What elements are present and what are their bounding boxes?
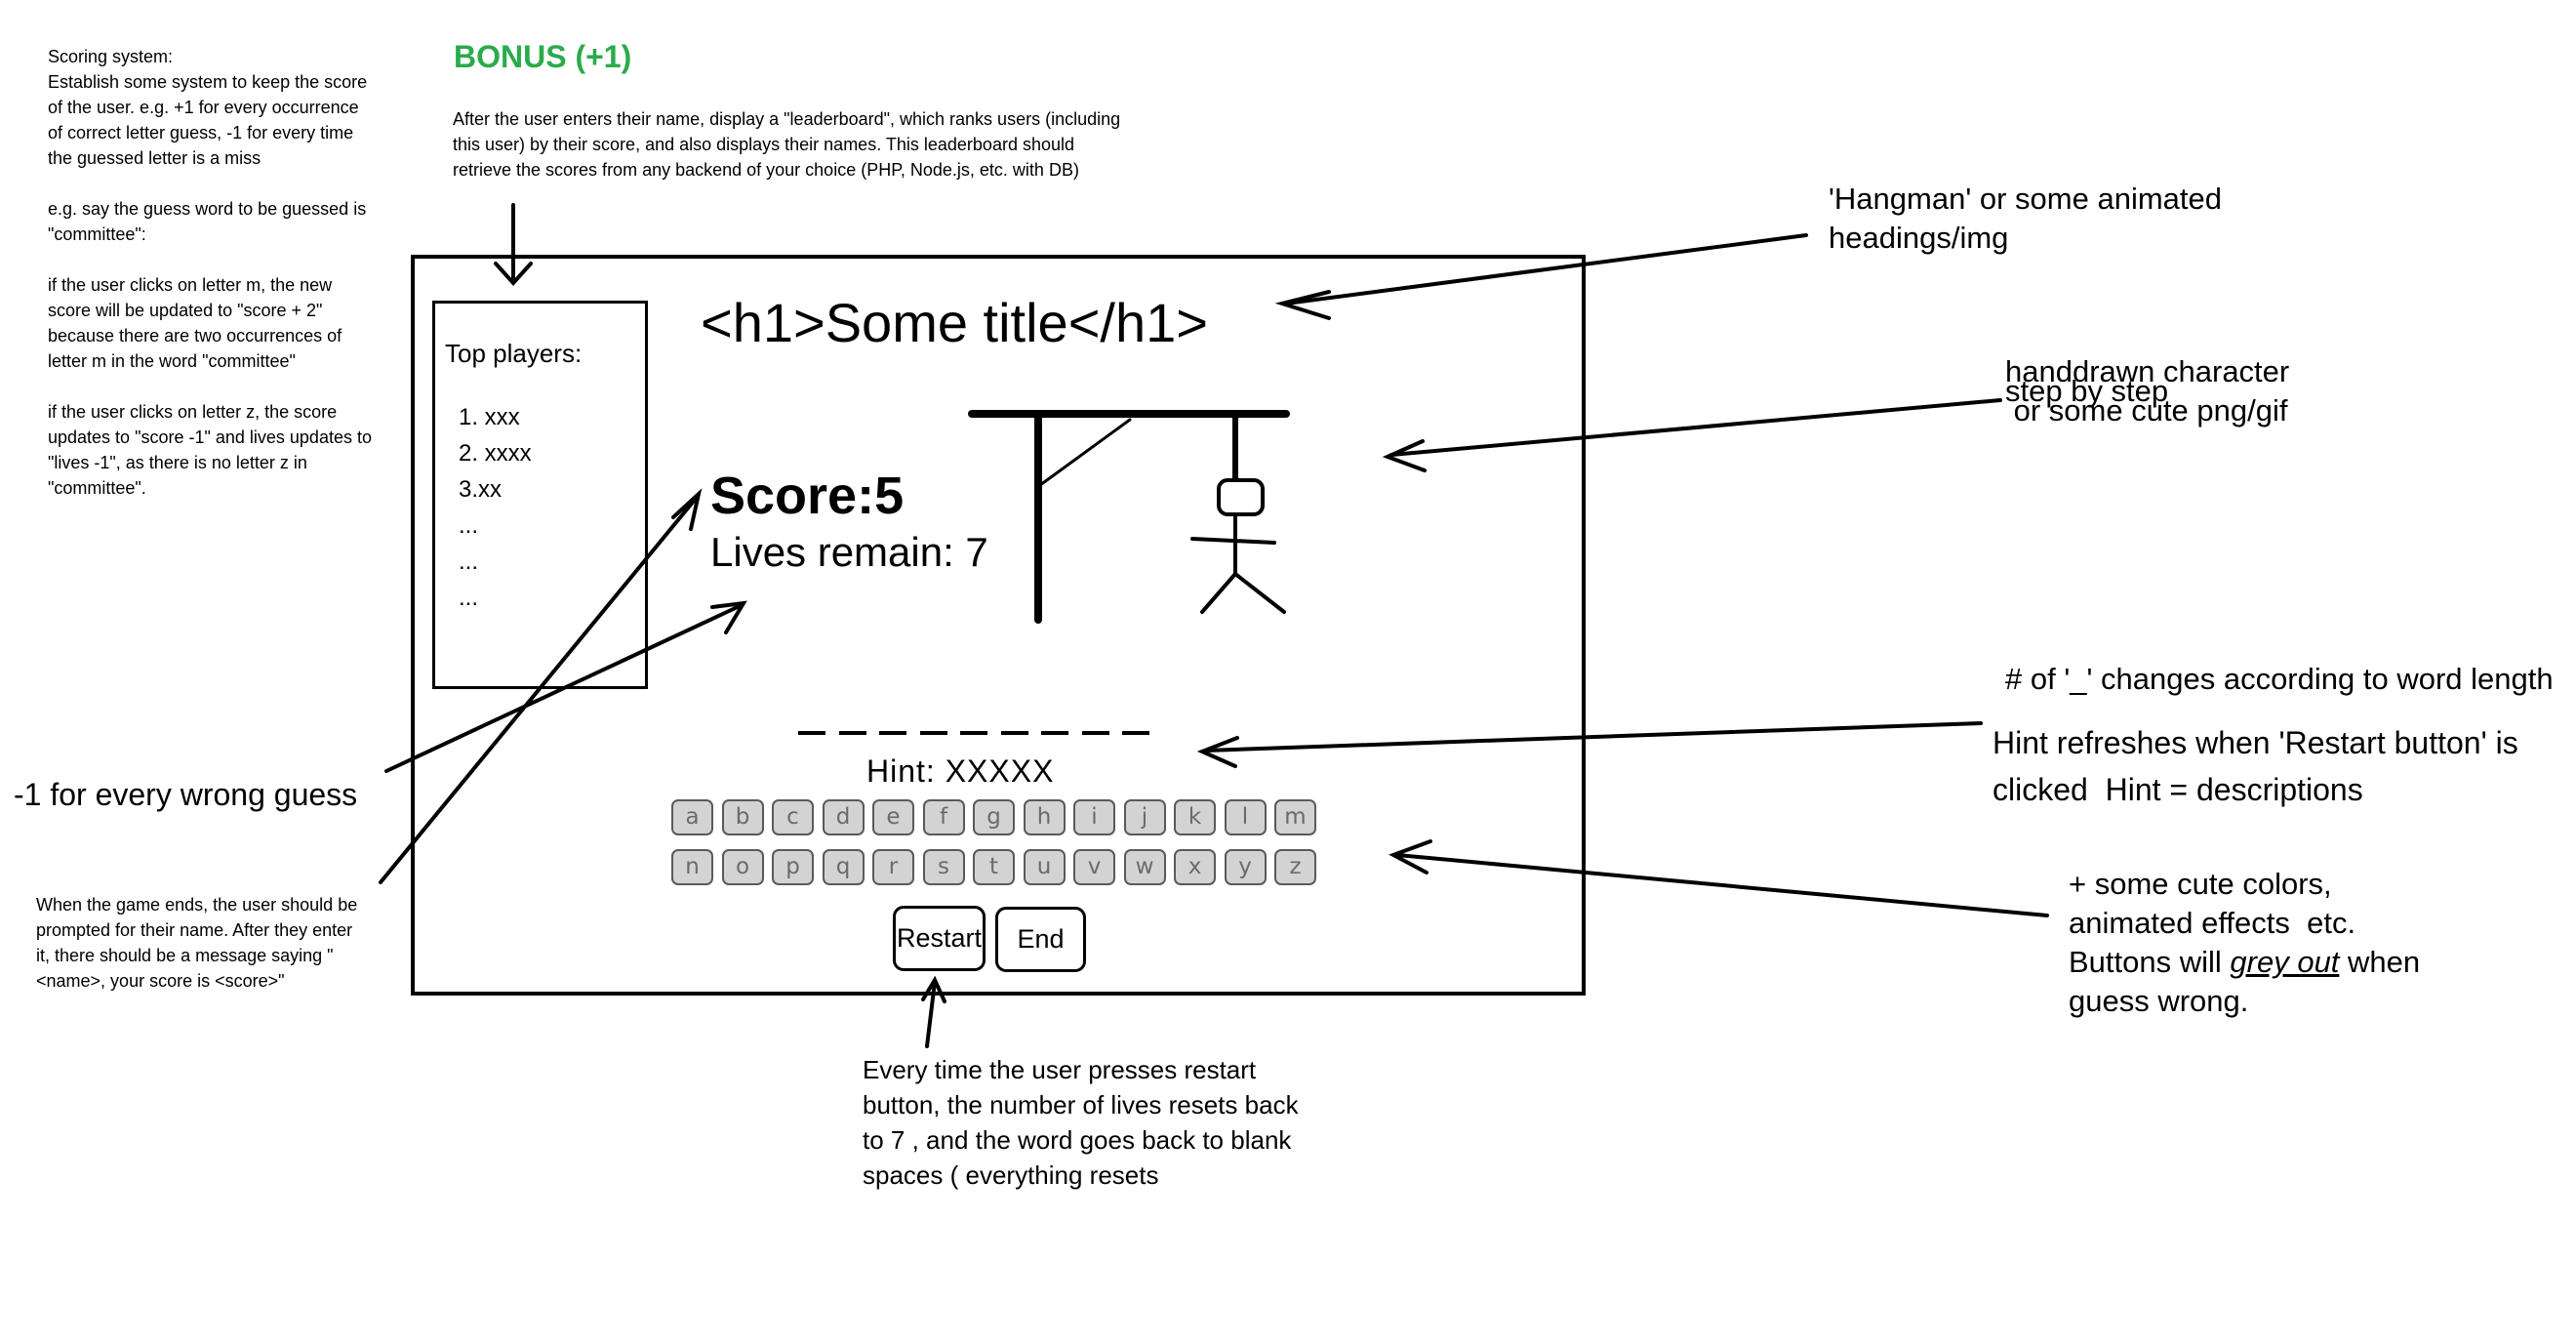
cute-note-line1: + some cute colors, [2069, 867, 2332, 901]
letter-key-z[interactable]: z [1274, 849, 1316, 885]
leaderboard-item: 3.xx [459, 476, 503, 503]
letter-key-h[interactable]: h [1023, 799, 1066, 835]
stickman-right-leg [1233, 572, 1286, 614]
letter-key-a[interactable]: a [671, 799, 713, 835]
cute-note-line4: guess wrong. [2069, 984, 2249, 1018]
letter-key-i[interactable]: i [1073, 799, 1115, 835]
letter-blank [1000, 731, 1028, 735]
blanks-note: # of '_' changes according to word lengt… [2005, 662, 2554, 696]
annotation-arrows [379, 203, 2049, 1048]
leaderboard-panel: Top players: 1. xxx 2. xxxx 3.xx ... ...… [432, 301, 648, 689]
page-title: <h1>Some title</h1> [701, 292, 1208, 353]
stickman-arms [1190, 537, 1276, 545]
restart-button[interactable]: Restart [893, 906, 986, 971]
letter-key-u[interactable]: u [1023, 849, 1066, 885]
leaderboard-item: ... [459, 549, 479, 575]
letter-key-e[interactable]: e [872, 799, 914, 835]
lives-arrow [384, 600, 747, 773]
restart-note: Every time the user presses restart butt… [863, 1055, 1299, 1190]
scoring-note-2: e.g. say the guess word to be guessed is… [48, 199, 367, 244]
letter-key-l[interactable]: l [1224, 799, 1267, 835]
letter-key-x[interactable]: x [1174, 849, 1216, 885]
heading-arrow [1274, 233, 1808, 320]
scoring-note-4: if the user clicks on letter z, the scor… [48, 402, 372, 498]
scoring-note-3: if the user clicks on letter m, the new … [48, 275, 342, 371]
leaderboard-list: 1. xxx 2. xxxx 3.xx ... ... ... [459, 399, 532, 616]
gallows-brace [1038, 418, 1132, 487]
leaderboard-item: 1. xxx [459, 404, 520, 430]
cute-colors-note: + some cute colors, animated effects etc… [2069, 865, 2420, 1021]
letter-blank [798, 731, 825, 735]
letter-key-q[interactable]: q [822, 849, 865, 885]
handdrawn-note-line2: step by step [2005, 374, 2169, 408]
letter-key-k[interactable]: k [1174, 799, 1216, 835]
hint-text: Hint: XXXXX [866, 753, 1055, 789]
restart-arrow [921, 975, 946, 1048]
handdrawn-arrow [1382, 398, 2002, 472]
blanks-arrow [1196, 721, 1983, 768]
bonus-arrow [494, 203, 533, 286]
bonus-title: BONUS (+1) [454, 39, 632, 74]
letter-key-p[interactable]: p [772, 849, 814, 885]
hint-note-line1: Hint refreshes when 'Restart button' is [1992, 725, 2518, 760]
game-end-note: When the game ends, the user should be p… [36, 895, 358, 991]
hint-note: Hint refreshes when 'Restart button' is … [1992, 719, 2518, 813]
hangman-drawing [968, 410, 1290, 624]
wrong-guess-note: -1 for every wrong guess [14, 777, 358, 812]
letter-key-n[interactable]: n [671, 849, 713, 885]
handdrawn-note-line1: handdrawn character [2005, 354, 2290, 388]
word-blanks [798, 731, 1149, 737]
keyboard-arrow [1389, 839, 2049, 917]
letter-key-y[interactable]: y [1224, 849, 1267, 885]
hint-note-line2: clicked Hint = descriptions [1992, 772, 2363, 807]
leaderboard-title: Top players: [445, 339, 583, 368]
letter-key-r[interactable]: r [872, 849, 914, 885]
leaderboard-item: ... [459, 512, 479, 539]
end-button[interactable]: End [995, 907, 1086, 972]
letter-key-v[interactable]: v [1073, 849, 1115, 885]
letter-key-o[interactable]: o [721, 849, 764, 885]
letter-key-b[interactable]: b [721, 799, 764, 835]
score-arrow [379, 488, 703, 884]
letter-blank [1122, 731, 1149, 735]
letter-key-s[interactable]: s [922, 849, 965, 885]
letter-blank [960, 731, 987, 735]
letter-key-g[interactable]: g [973, 799, 1015, 835]
scoring-notes: Scoring system: Establish some system to… [48, 44, 375, 526]
stickman-left-leg [1200, 572, 1237, 614]
lives-display: Lives remain: 7 [710, 529, 988, 575]
letter-key-j[interactable]: j [1123, 799, 1166, 835]
letter-key-f[interactable]: f [922, 799, 965, 835]
cute-note-line3: Buttons will grey out when [2069, 943, 2420, 982]
cute-note-line2: animated effects etc. [2069, 906, 2356, 940]
cute-note-line3-post: when [2339, 945, 2421, 979]
letter-key-m[interactable]: m [1274, 799, 1316, 835]
letter-key-d[interactable]: d [822, 799, 865, 835]
letter-blank [1081, 731, 1109, 735]
hangman-heading-note: 'Hangman' or some animated headings/img [1829, 182, 2222, 255]
scoring-note-1: Scoring system: Establish some system to… [48, 47, 368, 168]
letter-key-w[interactable]: w [1123, 849, 1166, 885]
mockup-frame [411, 255, 1586, 996]
bonus-text: After the user enters their name, displa… [453, 109, 1121, 180]
letter-key-c[interactable]: c [772, 799, 814, 835]
letter-blank [838, 731, 866, 735]
handdrawn-note: handdrawn character step by step or some… [2005, 354, 2290, 427]
letter-blank [879, 731, 906, 735]
letter-blank [919, 731, 947, 735]
leaderboard-item: ... [459, 585, 479, 611]
stickman-head [1217, 478, 1265, 516]
grey-out-emphasis: grey out [2230, 945, 2340, 979]
cute-note-line3-pre: Buttons will [2069, 945, 2231, 979]
handdrawn-note-line3: or some cute png/gif [2005, 393, 2288, 427]
leaderboard-item: 2. xxxx [459, 440, 532, 467]
score-display: Score:5 [710, 467, 905, 525]
letter-key-t[interactable]: t [973, 849, 1015, 885]
letter-blank [1041, 731, 1068, 735]
